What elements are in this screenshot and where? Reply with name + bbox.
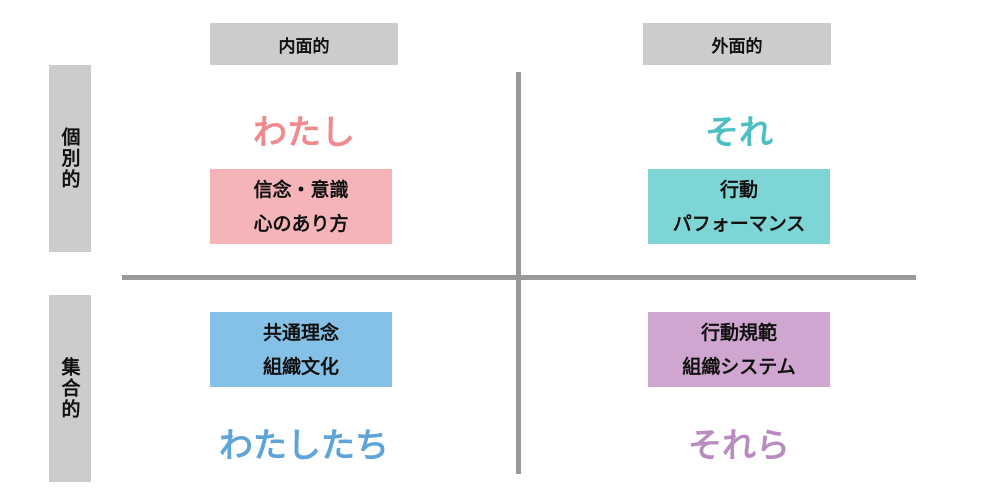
box-line: 組織文化 [262, 355, 339, 378]
column-header-internal: 内面的 [210, 23, 398, 65]
quadrant-title-its: それら [688, 426, 790, 466]
horizontal-axis [122, 275, 916, 280]
row-header-collective: 集合的 [49, 295, 91, 482]
quadrant-title-it: それ [705, 113, 773, 153]
quadrant-box-its: 行動規範 組織システム [648, 312, 830, 387]
box-line: 共通理念 [262, 321, 339, 344]
box-line: 心のあり方 [253, 212, 349, 235]
column-header-external: 外面的 [643, 23, 831, 65]
quadrant-box-i: 信念・意識 心のあり方 [210, 169, 392, 244]
box-line: 行動 [719, 178, 758, 201]
box-line: 組織システム [682, 355, 796, 378]
quadrant-box-we: 共通理念 組織文化 [210, 312, 392, 387]
box-line: 行動規範 [700, 321, 777, 344]
vertical-axis [516, 72, 521, 474]
quadrant-box-it: 行動 パフォーマンス [648, 169, 830, 244]
box-line: 信念・意識 [253, 178, 349, 201]
box-line: パフォーマンス [672, 212, 806, 235]
quadrant-title-i: わたし [253, 113, 355, 153]
row-header-individual: 個別的 [49, 65, 91, 252]
quadrant-title-we: わたしたち [219, 426, 389, 466]
